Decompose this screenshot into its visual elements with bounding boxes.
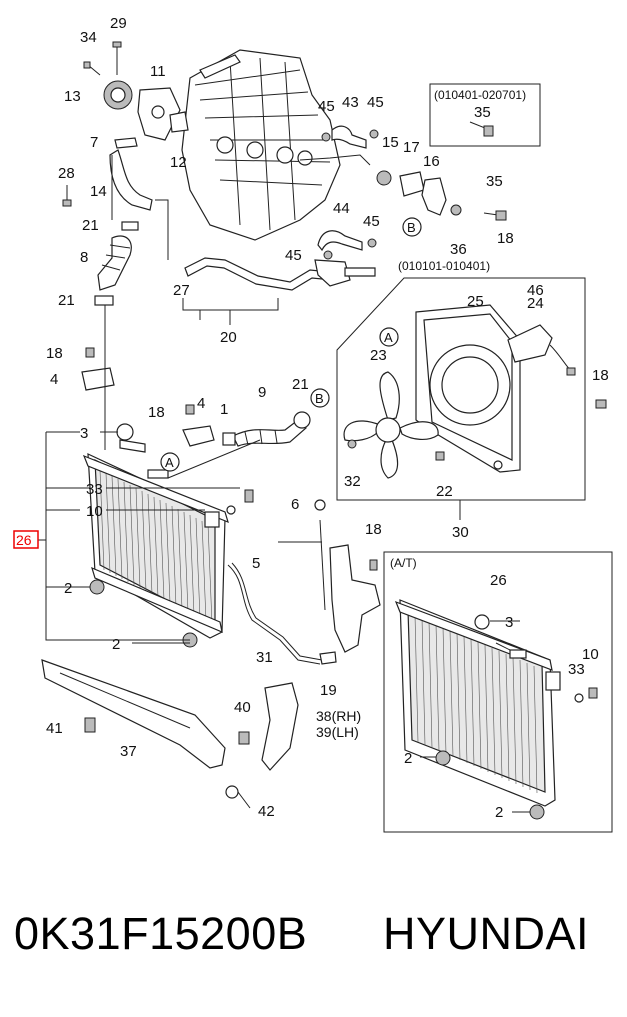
svg-text:B: B xyxy=(407,220,416,235)
callout-23: 23 xyxy=(370,347,387,364)
thermostat-area xyxy=(299,121,507,287)
main-radiator xyxy=(82,423,254,648)
callout-27: 27 xyxy=(173,282,190,299)
brand-name: HYUNDAI xyxy=(383,908,590,959)
callout-24: 24 xyxy=(527,295,544,312)
callout-5: 5 xyxy=(252,555,260,572)
callout-3-at: 3 xyxy=(505,614,513,631)
part-caption: 0K31F15200B HYUNDAI xyxy=(0,908,627,978)
callout-34: 34 xyxy=(80,29,97,46)
serial-range-2: (010101-010401) xyxy=(398,259,490,273)
callout-15: 15 xyxy=(382,134,399,151)
callout-45-c: 45 xyxy=(363,213,380,230)
callout-45-a: 45 xyxy=(318,98,335,115)
callout-40: 40 xyxy=(234,699,251,716)
callout-18-a: 18 xyxy=(46,345,63,362)
circle-ref-B-1: B xyxy=(310,388,330,408)
callout-44: 44 xyxy=(333,200,350,217)
fan-blade xyxy=(343,371,439,479)
callout-25: 25 xyxy=(467,293,484,310)
callout-31: 31 xyxy=(256,649,273,666)
part-number: 0K31F15200B xyxy=(14,908,308,959)
callout-14: 14 xyxy=(90,183,107,200)
callout-4-b: 4 xyxy=(197,395,205,412)
callout-9: 9 xyxy=(258,384,266,401)
svg-text:A: A xyxy=(384,330,393,345)
callout-2-at-b: 2 xyxy=(495,804,503,821)
lower-shield-group xyxy=(41,659,299,809)
callout-1: 1 xyxy=(220,401,228,418)
leader-lines xyxy=(38,310,585,813)
auto-trans-box xyxy=(383,551,613,833)
callout-8: 8 xyxy=(80,249,88,266)
serial-range-box-1 xyxy=(429,83,541,147)
callout-33: 33 xyxy=(86,481,103,498)
circle-ref-B-2: B xyxy=(402,217,422,237)
highlight-box xyxy=(13,530,39,549)
callout-21-b: 21 xyxy=(58,292,75,309)
callout-7: 7 xyxy=(90,134,98,151)
callout-37: 37 xyxy=(120,743,137,760)
callout-33-at: 33 xyxy=(568,661,585,678)
circle-ref-A-2: A xyxy=(379,327,399,347)
callout-labels: 29 34 11 13 7 12 28 14 21 8 21 18 4 45 4… xyxy=(46,15,609,821)
callout-28: 28 xyxy=(58,165,75,182)
svg-text:B: B xyxy=(315,391,324,406)
callout-39: 39(LH) xyxy=(316,724,359,740)
callout-16: 16 xyxy=(423,153,440,170)
callout-10-at: 10 xyxy=(582,646,599,663)
callout-42: 42 xyxy=(258,803,275,820)
callout-18-e: 18 xyxy=(365,521,382,538)
reservoir-group xyxy=(227,499,381,665)
upper-radiator-hose xyxy=(81,305,311,479)
callout-35-a: 35 xyxy=(474,104,491,121)
callout-10: 10 xyxy=(86,503,103,520)
callout-19: 19 xyxy=(320,682,337,699)
at-radiator xyxy=(394,599,598,820)
callout-18-d: 18 xyxy=(148,404,165,421)
svg-text:A: A xyxy=(165,455,174,470)
callout-36: 36 xyxy=(450,241,467,258)
callout-29: 29 xyxy=(110,15,127,32)
callout-2-a: 2 xyxy=(64,580,72,597)
callout-4-a: 4 xyxy=(50,371,58,388)
callout-13: 13 xyxy=(64,88,81,105)
callout-38: 38(RH) xyxy=(316,708,361,724)
callout-41: 41 xyxy=(46,720,63,737)
parts-diagram: (010401-020701) xyxy=(13,15,613,833)
callout-18-c: 18 xyxy=(592,367,609,384)
callout-2-at-a: 2 xyxy=(404,750,412,767)
callout-26: 26 xyxy=(490,572,507,589)
callout-46: 46 xyxy=(527,282,544,299)
callout-20: 20 xyxy=(220,329,237,346)
upper-left-hoses xyxy=(62,137,169,306)
callout-2-b: 2 xyxy=(112,636,120,653)
callout-21-a: 21 xyxy=(82,217,99,234)
callout-45-b: 45 xyxy=(367,94,384,111)
callout-17: 17 xyxy=(403,139,420,156)
callout-21-c: 21 xyxy=(292,376,309,393)
water-pump-group xyxy=(83,41,189,141)
serial-range-1: (010401-020701) xyxy=(434,88,526,102)
auto-trans-label: (A/T) xyxy=(390,556,417,570)
callout-12: 12 xyxy=(170,154,187,171)
callout-32: 32 xyxy=(344,473,361,490)
engine-block-drawing xyxy=(181,49,341,241)
callout-22: 22 xyxy=(436,483,453,500)
callout-11: 11 xyxy=(150,63,166,80)
fan-shroud-group xyxy=(336,277,607,501)
callout-3: 3 xyxy=(80,425,88,442)
callout-30: 30 xyxy=(452,524,469,541)
callout-43: 43 xyxy=(342,94,359,111)
highlighted-ref[interactable]: 26 xyxy=(16,532,32,548)
bypass-pipe xyxy=(182,257,333,311)
circle-ref-A-1: A xyxy=(160,452,180,472)
callout-18-b: 18 xyxy=(497,230,514,247)
callout-45-d: 45 xyxy=(285,247,302,264)
callout-6: 6 xyxy=(291,496,299,513)
callout-35-b: 35 xyxy=(486,173,503,190)
